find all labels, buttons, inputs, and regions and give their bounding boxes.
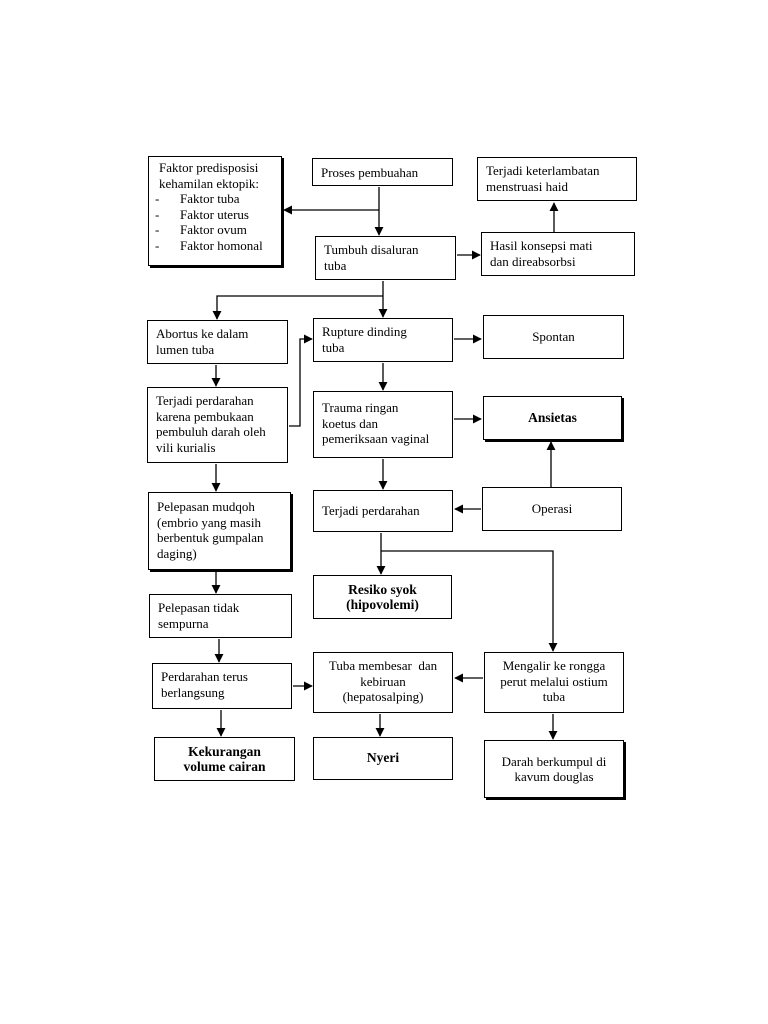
node-kekurangan-volume-cairan: Kekurangan volume cairan (154, 737, 295, 781)
node-text: kebiruan (360, 673, 406, 689)
node-text: Pelepasan mudqoh (157, 499, 255, 514)
node-text: (embrio yang masih (157, 514, 261, 530)
node-text: Resiko syok (348, 581, 417, 597)
node-text: vili kurialis (156, 439, 216, 455)
node-rupture-dinding-tuba: Rupture dinding tuba (313, 318, 453, 362)
node-terjadi-keterlambatan: Terjadi keterlambatan menstruasi haid (477, 157, 637, 201)
node-operasi: Operasi (482, 487, 622, 531)
node-text: Rupture dinding (322, 324, 407, 339)
node-faktor-predisposisi: Faktor predisposisi kehamilan ektopik: -… (148, 156, 282, 266)
node-text: koetus dan (322, 415, 378, 431)
node-text: tuba (542, 689, 566, 704)
node-text: Trauma ringan (322, 400, 399, 415)
bullet-dash: - (155, 222, 160, 237)
node-text: Terjadi keterlambatan (486, 163, 600, 178)
bullet-dash: - (155, 191, 160, 206)
node-text: lumen tuba (156, 341, 215, 357)
node-tuba-membesar: Tuba membesar dan kebiruan (hepatosalpin… (313, 652, 453, 713)
bullet-item: - Faktor ovum (155, 222, 275, 238)
node-text: daging) (157, 545, 197, 561)
node-terjadi-perdarahan-pembukaan: Terjadi perdarahan karena pembukaan pemb… (147, 387, 288, 463)
arrow-pembukaan-to-rupture (289, 334, 313, 427)
bullet-item: - Faktor homonal (155, 238, 275, 254)
bullet-item: - Faktor tuba (155, 191, 275, 207)
node-text: (hepatosalping) (342, 689, 424, 704)
node-text: berlangsung (161, 684, 225, 700)
node-text: Darah berkumpul di (501, 753, 607, 769)
node-text: Terjadi perdarahan (156, 393, 254, 408)
node-text: sempurna (158, 615, 209, 631)
node-text: pemeriksaan vaginal (322, 431, 430, 446)
node-ansietas: Ansietas (483, 396, 622, 440)
bullet-text: Faktor tuba (180, 191, 240, 206)
bullet-text: Faktor homonal (180, 237, 263, 253)
node-text: Operasi (531, 501, 573, 517)
bullet-item: - Faktor uterus (155, 207, 275, 223)
node-text: Perdarahan terus (161, 669, 248, 684)
node-resiko-syok: Resiko syok (hipovolemi) (313, 575, 452, 619)
node-trauma-ringan: Trauma ringan koetus dan pemeriksaan vag… (313, 391, 453, 458)
node-text: (hipovolemi) (346, 597, 419, 612)
bullet-dash: - (155, 206, 160, 222)
node-proses-pembuahan: Proses pembuahan (312, 158, 453, 186)
node-text: perut melalui ostium (500, 673, 608, 689)
node-text: Abortus ke dalam (156, 326, 249, 341)
node-nyeri: Nyeri (313, 737, 453, 780)
node-text: tuba (324, 257, 347, 273)
node-text: menstruasi haid (486, 178, 568, 194)
node-text: karena pembukaan (156, 408, 254, 424)
bullet-text: Faktor ovum (180, 222, 247, 237)
node-pelepasan-mudqoh: Pelepasan mudqoh (embrio yang masih berb… (148, 492, 291, 570)
node-text: Hasil konsepsi mati (490, 238, 593, 253)
node-text: kavum douglas (514, 769, 594, 784)
node-abortus: Abortus ke dalam lumen tuba (147, 320, 288, 364)
node-text: tuba (322, 339, 345, 355)
node-text: Ansietas (528, 410, 577, 426)
node-text: Nyeri (366, 750, 400, 765)
node-text: Tumbuh disaluran (324, 242, 419, 257)
node-text: Kekurangan (188, 743, 261, 759)
bullet-dash: - (155, 237, 160, 253)
node-darah-berkumpul: Darah berkumpul di kavum douglas (484, 740, 624, 798)
node-text: berbentuk gumpalan (157, 530, 264, 545)
node-text: Pelepasan tidak (158, 600, 240, 615)
node-text: kehamilan ektopik: (159, 175, 260, 191)
node-text: dan direabsorbsi (490, 253, 576, 269)
node-perdarahan-terus: Perdarahan terus berlangsung (152, 663, 292, 709)
node-text: Faktor predisposisi (159, 160, 259, 175)
node-terjadi-perdarahan: Terjadi perdarahan (313, 490, 453, 532)
node-text: Proses pembuahan (321, 165, 419, 180)
node-text: volume cairan (183, 759, 266, 774)
node-pelepasan-tidak-sempurna: Pelepasan tidak sempurna (149, 594, 292, 638)
node-text: pembuluh darah oleh (156, 424, 266, 439)
arrow-tumbuh-to-abortus (212, 295, 383, 320)
node-tumbuh-disaluran-tuba: Tumbuh disaluran tuba (315, 236, 456, 280)
bullet-text: Faktor uterus (180, 206, 249, 222)
node-spontan: Spontan (483, 315, 624, 359)
node-mengalir: Mengalir ke rongga perut melalui ostium … (484, 652, 624, 713)
node-text: Spontan (532, 329, 575, 345)
node-text: Terjadi perdarahan (322, 503, 420, 518)
node-text: Mengalir ke rongga (502, 658, 606, 673)
node-hasil-konsepsi: Hasil konsepsi mati dan direabsorbsi (481, 232, 635, 276)
node-text: Tuba membesar dan (328, 658, 438, 673)
